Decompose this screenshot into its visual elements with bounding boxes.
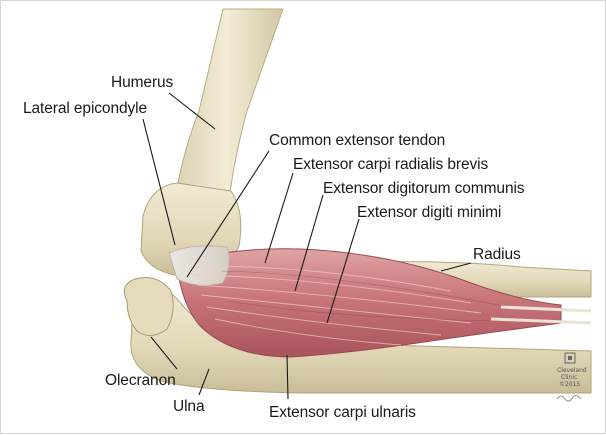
watermark-line-1: Cleveland (557, 367, 587, 374)
label-olecranon: Olecranon (105, 372, 176, 389)
watermark-line-2: Clinic (561, 374, 577, 381)
label-common-extensor-tendon: Common extensor tendon (269, 132, 445, 149)
label-radius: Radius (473, 246, 521, 263)
common-extensor-tendon (169, 246, 229, 285)
label-ulna: Ulna (173, 398, 205, 415)
label-lateral-epicondyle: Lateral epicondyle (23, 100, 147, 117)
watermark-line-3: ©2015 (559, 381, 580, 388)
label-extensor-digitorum-communis: Extensor digitorum communis (323, 180, 525, 197)
label-extensor-digiti-minimi: Extensor digiti minimi (357, 204, 501, 221)
label-extensor-carpi-ulnaris: Extensor carpi ulnaris (269, 404, 416, 421)
artist-signature (557, 395, 581, 401)
label-extensor-carpi-radialis-brevis: Extensor carpi radialis brevis (293, 156, 488, 173)
label-humerus: Humerus (111, 74, 174, 91)
